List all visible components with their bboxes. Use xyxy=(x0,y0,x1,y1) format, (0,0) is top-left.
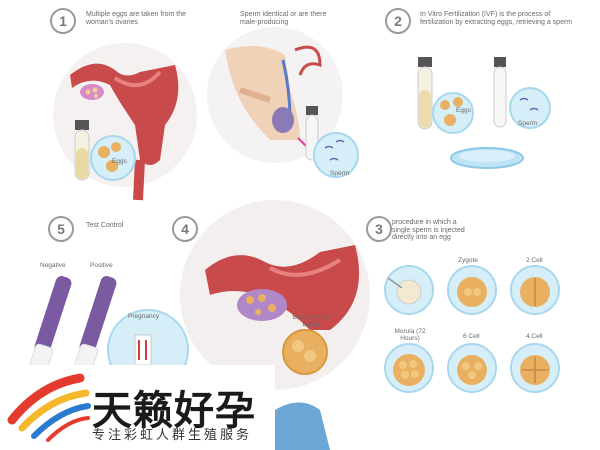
sperm-label-2: Sperm xyxy=(518,120,538,127)
test-tube-3 xyxy=(417,57,433,130)
sperm-label-1: Sperm xyxy=(330,170,350,177)
step-number-2: 2 xyxy=(385,8,411,34)
morula-label: Morula (72 Hours) xyxy=(394,328,426,343)
blastocyst-cell xyxy=(282,329,328,375)
sperm-magnifier-2 xyxy=(509,87,551,129)
test-tube-4 xyxy=(493,57,507,128)
sperm-note-text: Sperm identical or are there male-produc… xyxy=(240,11,327,26)
male-anatomy-illustration xyxy=(225,45,322,151)
watermark-map-shape xyxy=(270,402,330,450)
step-number-3: 3 xyxy=(366,216,392,242)
step-5-text: Test Control xyxy=(86,222,124,229)
watermark-title: 天籁好孕 xyxy=(92,387,256,434)
uterus-illustration-2 xyxy=(205,245,360,330)
step-3-text: procedure in which a single sperm is inj… xyxy=(392,219,465,242)
uterus-illustration-1 xyxy=(70,63,179,201)
test-tube-1 xyxy=(74,120,90,181)
step-number-4: 4 xyxy=(172,216,198,242)
step-2-text: In Vitro Fertilization (IVF) is the proc… xyxy=(420,11,573,26)
eggs-label-1: Eggs xyxy=(112,158,127,165)
watermark-subtitle: 专注彩虹人群生殖服务 xyxy=(92,428,253,443)
sperm-magnifier-1 xyxy=(313,132,359,178)
step-1-text: Multiple eggs are taken from the woman's… xyxy=(86,11,186,26)
positive-label: Positive xyxy=(90,262,113,269)
six-cell-label: 6 Cell xyxy=(463,333,480,340)
zygote-label: Zygote xyxy=(458,257,478,264)
step-number-1: 1 xyxy=(50,8,76,34)
step-number-5: 5 xyxy=(48,216,74,242)
negative-label: Negative xyxy=(40,262,66,269)
blastocyst-label: Blastocyst (4 Days) xyxy=(292,314,330,329)
eggs-label-2: Eggs xyxy=(456,107,471,114)
pregnancy-label: Pregnancy xyxy=(128,313,160,320)
watermark-logo-icon xyxy=(7,373,91,442)
four-cell-label: 4 Cell xyxy=(526,333,543,340)
two-cell-label: 2 Cell xyxy=(526,257,543,264)
